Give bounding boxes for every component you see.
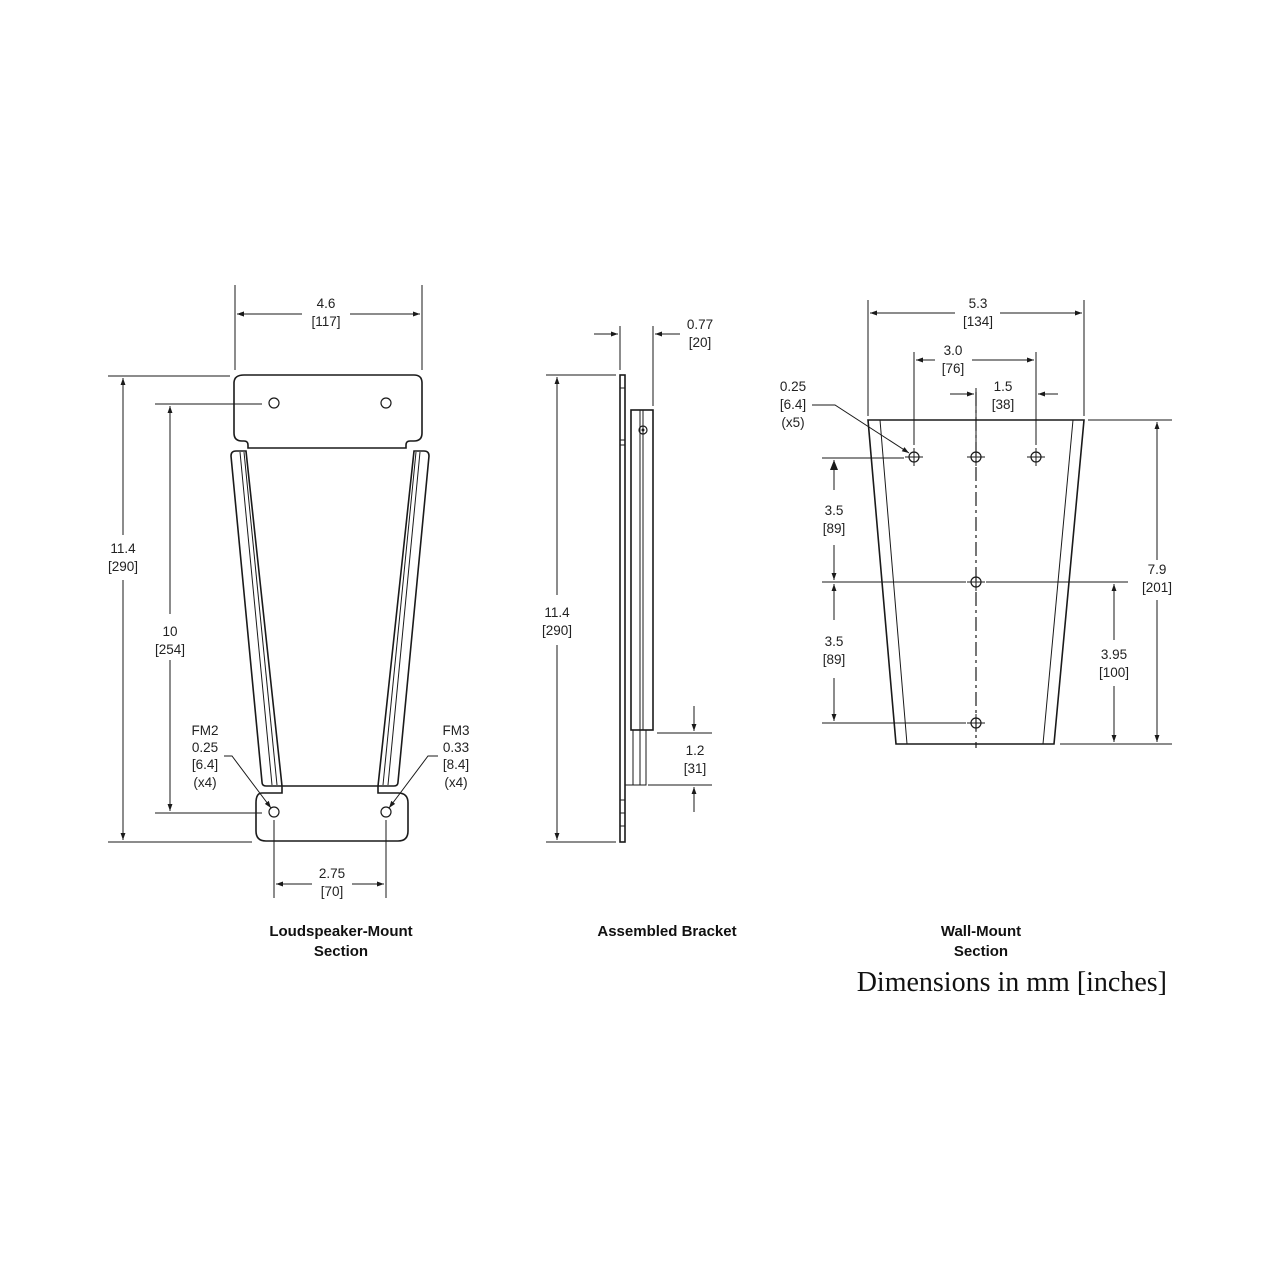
svg-text:0.25: 0.25 xyxy=(780,379,806,394)
dim-hole-v1-value: 3.5 xyxy=(825,503,844,518)
mount-hole-fm2 xyxy=(268,806,280,818)
callout-wall-hole: 0.25 [6.4] (x5) xyxy=(780,379,910,454)
callout-fm3: FM3 0.33 [8.4] (x4) xyxy=(388,723,470,809)
wall-holes xyxy=(905,448,1045,732)
dim-height-alt: [290] xyxy=(108,559,138,574)
dim-wall-width-value: 5.3 xyxy=(969,296,988,311)
svg-text:0.33: 0.33 xyxy=(443,740,469,755)
bottom-plate xyxy=(255,785,409,842)
dim-hole-outer-value: 3.0 xyxy=(944,343,963,358)
svg-text:(x5): (x5) xyxy=(781,415,804,430)
top-plate xyxy=(233,374,423,449)
svg-text:[6.4]: [6.4] xyxy=(780,397,806,412)
mount-hole-top-right xyxy=(380,397,392,409)
callout-fm2: FM2 0.25 [6.4] (x4) xyxy=(192,723,272,809)
dim-height-value: 11.4 xyxy=(110,541,136,556)
svg-text:(x4): (x4) xyxy=(444,775,467,790)
dim-hole-h-alt: [70] xyxy=(321,884,344,899)
dim-center-height-alt: [100] xyxy=(1099,665,1129,680)
dim-wall-height-alt: [201] xyxy=(1142,580,1172,595)
assembled-bracket-view: 0.77 [20] 11.4 [290] 1.2 [31] Assembled … xyxy=(542,317,737,940)
dim-hole-half-alt: [38] xyxy=(992,397,1015,412)
dim-depth-alt: [20] xyxy=(689,335,712,350)
caption-loudspeaker-line2: Section xyxy=(314,943,368,960)
dim-width-value: 4.6 xyxy=(317,296,336,311)
caption-wall-line2: Section xyxy=(954,943,1008,960)
units-note: Dimensions in mm [inches] xyxy=(857,967,1167,998)
svg-text:0.25: 0.25 xyxy=(192,740,218,755)
svg-text:FM2: FM2 xyxy=(192,723,219,738)
dim-hole-h-value: 2.75 xyxy=(319,866,345,881)
mount-hole-top-left xyxy=(268,397,280,409)
speaker-plate-edge xyxy=(630,409,654,731)
svg-text:[6.4]: [6.4] xyxy=(192,757,218,772)
wall-plate-edge xyxy=(619,374,626,843)
dim-hole-v-value: 10 xyxy=(162,624,177,639)
dim-hole-v2-alt: [89] xyxy=(823,652,846,667)
caption-wall-line1: Wall-Mount xyxy=(941,923,1021,940)
dim-offset-alt: [31] xyxy=(684,761,707,776)
right-rib xyxy=(377,450,430,787)
loudspeaker-mount-view: 4.6 [117] 11.4 [290] 10 [254] 2.75 [70] … xyxy=(108,285,470,960)
svg-text:(x4): (x4) xyxy=(193,775,216,790)
dim-offset-value: 1.2 xyxy=(686,743,705,758)
svg-text:FM3: FM3 xyxy=(443,723,470,738)
wall-mount-view: 5.3 [134] 3.0 [76] 1.5 [38] 0.25 [6.4] (… xyxy=(780,296,1172,960)
dim-wall-height-value: 7.9 xyxy=(1148,562,1167,577)
svg-text:[8.4]: [8.4] xyxy=(443,757,469,772)
dim-wall-width-alt: [134] xyxy=(963,314,993,329)
mount-hole-fm3 xyxy=(380,806,392,818)
dim-hole-v-alt: [254] xyxy=(155,642,185,657)
caption-assembled: Assembled Bracket xyxy=(597,923,736,940)
dim-hole-half-value: 1.5 xyxy=(994,379,1013,394)
dim-depth-value: 0.77 xyxy=(687,317,713,332)
dim-hole-v2-value: 3.5 xyxy=(825,634,844,649)
dim-assembled-height-value: 11.4 xyxy=(544,605,570,620)
assembly-screw xyxy=(638,425,648,435)
dim-hole-v1-alt: [89] xyxy=(823,521,846,536)
dim-assembled-height-alt: [290] xyxy=(542,623,572,638)
caption-loudspeaker-line1: Loudspeaker-Mount xyxy=(269,923,412,940)
dim-hole-outer-alt: [76] xyxy=(942,361,965,376)
dim-center-height-value: 3.95 xyxy=(1101,647,1127,662)
left-rib xyxy=(230,450,283,787)
dim-width-alt: [117] xyxy=(311,314,340,329)
